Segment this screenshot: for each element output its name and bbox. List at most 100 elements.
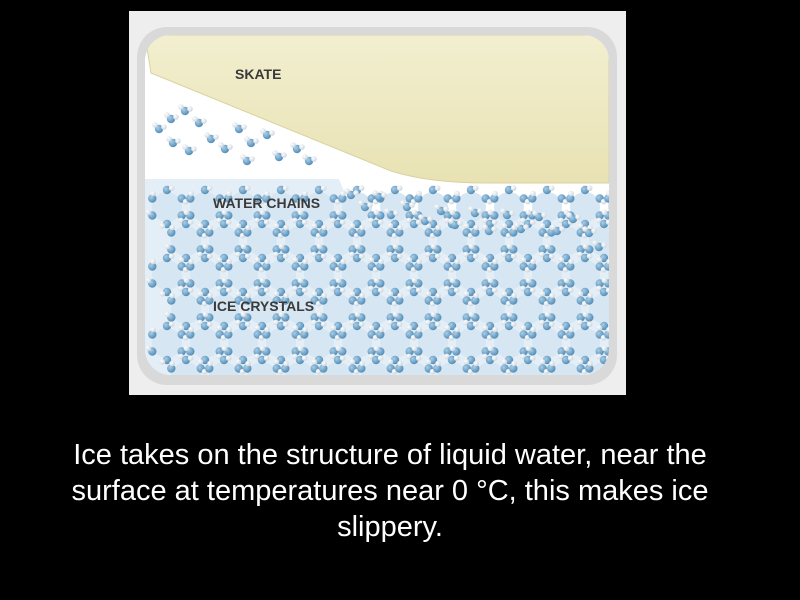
hydrogen-atom bbox=[435, 360, 441, 367]
hydrogen-atom bbox=[206, 185, 213, 191]
oxygen-atom bbox=[243, 228, 252, 237]
hydrogen-atom bbox=[501, 251, 507, 258]
hydrogen-atom bbox=[368, 285, 374, 292]
oxygen-atom bbox=[433, 296, 442, 305]
hydrogen-atom bbox=[202, 311, 209, 318]
hydrogen-atom bbox=[316, 311, 323, 318]
ice-ring bbox=[171, 362, 201, 375]
hydrogen-atom bbox=[473, 292, 479, 299]
water-molecule-hydrogen bbox=[272, 150, 278, 156]
ice-ring bbox=[342, 192, 372, 222]
ice-ring bbox=[456, 260, 486, 290]
ice-ring bbox=[418, 328, 448, 358]
hydrogen-atom bbox=[273, 319, 279, 326]
hydrogen-atom bbox=[183, 345, 190, 352]
hydrogen-atom bbox=[435, 292, 441, 299]
hydrogen-atom bbox=[197, 251, 203, 258]
hydrogen-atom bbox=[416, 258, 422, 265]
oxygen-atom bbox=[224, 330, 233, 339]
ice-ring bbox=[285, 294, 315, 324]
hydrogen-atom bbox=[373, 277, 380, 284]
ice-ring bbox=[285, 362, 315, 375]
ice-ring bbox=[361, 226, 391, 256]
water-molecule-hydrogen bbox=[409, 202, 415, 208]
hydrogen-atom bbox=[406, 325, 413, 331]
hydrogen-atom bbox=[259, 277, 266, 284]
oxygen-atom bbox=[452, 262, 461, 271]
hydrogen-atom bbox=[444, 353, 450, 360]
water-molecule-hydrogen bbox=[253, 138, 259, 144]
hydrogen-atom bbox=[221, 277, 228, 284]
hydrogen-atom bbox=[340, 326, 346, 333]
hydrogen-atom bbox=[235, 251, 241, 258]
hydrogen-atom bbox=[316, 243, 323, 250]
hydrogen-atom bbox=[225, 287, 232, 293]
water-molecule-hydrogen bbox=[591, 228, 597, 234]
hydrogen-atom bbox=[354, 311, 361, 318]
hydrogen-atom bbox=[378, 258, 384, 265]
water-molecule-hydrogen bbox=[427, 216, 433, 222]
water-molecule-hydrogen bbox=[541, 212, 547, 218]
hydrogen-atom bbox=[168, 253, 175, 259]
hydrogen-atom bbox=[520, 325, 527, 331]
hydrogen-atom bbox=[396, 185, 403, 191]
oxygen-atom bbox=[414, 194, 423, 203]
water-molecule-hydrogen bbox=[575, 214, 581, 220]
hydrogen-atom bbox=[321, 292, 327, 299]
hydrogen-atom bbox=[292, 257, 299, 263]
oxygen-atom bbox=[205, 228, 214, 237]
ice-ring bbox=[380, 260, 410, 290]
hydrogen-atom bbox=[235, 359, 242, 365]
hydrogen-atom bbox=[392, 311, 399, 318]
oxygen-atom bbox=[186, 262, 195, 271]
hydrogen-atom bbox=[596, 257, 603, 263]
water-molecule-hydrogen bbox=[448, 218, 454, 224]
hydrogen-atom bbox=[415, 219, 422, 225]
hydrogen-atom bbox=[330, 353, 336, 360]
hydrogen-atom bbox=[430, 311, 437, 318]
ice-ring bbox=[551, 362, 581, 375]
ice-ring bbox=[190, 260, 220, 290]
hydrogen-atom bbox=[601, 209, 608, 216]
oxygen-atom bbox=[395, 364, 404, 373]
ice-ring bbox=[513, 294, 543, 324]
hydrogen-atom bbox=[292, 353, 298, 360]
hydrogen-atom bbox=[596, 353, 602, 360]
hydrogen-atom bbox=[411, 345, 418, 352]
hydrogen-atom bbox=[349, 251, 355, 258]
hydrogen-atom bbox=[349, 359, 356, 365]
hydrogen-atom bbox=[368, 325, 375, 331]
oxygen-atom bbox=[414, 262, 423, 271]
oxygen-atom bbox=[357, 228, 366, 237]
hydrogen-atom bbox=[397, 360, 403, 367]
hydrogen-atom bbox=[349, 291, 356, 297]
oxygen-atom bbox=[262, 262, 271, 271]
oxygen-atom bbox=[471, 228, 480, 237]
oxygen-atom bbox=[167, 296, 176, 305]
hydrogen-atom bbox=[472, 185, 479, 191]
water-molecule-hydrogen bbox=[523, 224, 529, 230]
hydrogen-atom bbox=[529, 355, 536, 361]
hydrogen-atom bbox=[302, 326, 308, 333]
hydrogen-atom bbox=[558, 257, 565, 263]
hydrogen-atom bbox=[207, 360, 213, 367]
hydrogen-atom bbox=[349, 319, 355, 326]
hydrogen-atom bbox=[487, 345, 494, 352]
hydrogen-atom bbox=[216, 217, 222, 224]
hydrogen-atom bbox=[245, 360, 251, 367]
hydrogen-atom bbox=[225, 355, 232, 361]
hydrogen-atom bbox=[568, 326, 574, 333]
ice-ring bbox=[209, 226, 239, 256]
oxygen-atom bbox=[300, 330, 309, 339]
hydrogen-atom bbox=[510, 321, 517, 327]
oxygen-atom bbox=[338, 330, 347, 339]
hydrogen-atom bbox=[178, 217, 184, 224]
hydrogen-atom bbox=[216, 353, 222, 360]
skate-blade bbox=[145, 35, 609, 184]
oxygen-atom bbox=[376, 330, 385, 339]
water-molecule-hydrogen bbox=[358, 200, 364, 206]
hydrogen-atom bbox=[567, 355, 574, 361]
hydrogen-atom bbox=[311, 223, 318, 229]
label-water-chains: WATER CHAINS bbox=[213, 195, 320, 211]
water-molecule-hydrogen bbox=[550, 224, 556, 230]
